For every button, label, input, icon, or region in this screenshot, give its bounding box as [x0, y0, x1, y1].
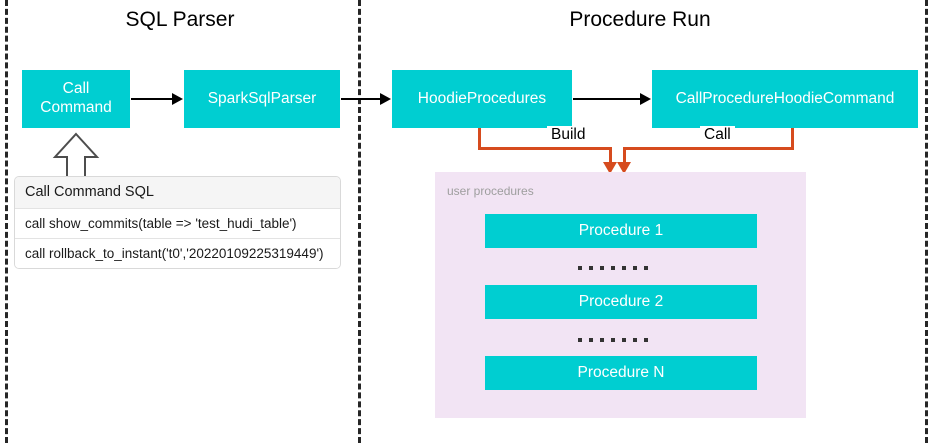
edge-hoodie-procedures-to-call-procedure-hoodie-command-line	[573, 98, 641, 100]
edge-build-horizontal	[478, 147, 612, 150]
edge-label-call: Call	[700, 126, 735, 144]
procedure-box-2-label: Procedure 2	[578, 292, 664, 310]
edge-build-vertical-end	[609, 147, 612, 164]
edge-build-arrowhead	[603, 162, 617, 174]
node-call-procedure-hoodie-command-label: CallProcedureHoodieCommand	[675, 89, 895, 107]
call-command-sql-table-row[interactable]: call rollback_to_instant('t0','202201092…	[15, 239, 340, 268]
procedure-box-n-label: Procedure N	[577, 363, 665, 381]
call-command-sql-table: Call Command SQL call show_commits(table…	[14, 176, 341, 269]
edge-spark-sql-parser-to-hoodie-procedures-line	[341, 98, 381, 100]
separator-middle-dashed-line	[358, 0, 361, 443]
node-spark-sql-parser-label: SparkSqlParser	[207, 89, 317, 107]
edge-call-command-to-spark-sql-parser-line	[131, 98, 173, 100]
edge-call-vertical-end	[623, 147, 626, 164]
edge-call-horizontal	[623, 147, 794, 150]
node-hoodie-procedures[interactable]: HoodieProcedures	[392, 70, 572, 128]
edge-call-vertical-start	[791, 128, 794, 150]
procedure-ellipsis-2	[578, 338, 648, 342]
procedure-box-1[interactable]: Procedure 1	[485, 214, 757, 248]
node-call-command-label-line1: Call	[62, 80, 90, 98]
procedure-ellipsis-1	[578, 266, 648, 270]
edge-label-build: Build	[547, 126, 590, 144]
edge-call-arrowhead	[617, 162, 631, 174]
edge-hoodie-procedures-to-call-procedure-hoodie-command-arrowhead	[640, 93, 651, 105]
call-command-sql-table-row[interactable]: call show_commits(table => 'test_hudi_ta…	[15, 209, 340, 239]
section-title-procedure-run: Procedure Run	[569, 8, 711, 31]
node-spark-sql-parser[interactable]: SparkSqlParser	[184, 70, 340, 128]
call-command-sql-table-header: Call Command SQL	[15, 177, 340, 209]
block-arrow-up-icon	[52, 132, 100, 178]
procedure-box-1-label: Procedure 1	[578, 221, 664, 239]
node-call-procedure-hoodie-command[interactable]: CallProcedureHoodieCommand	[652, 70, 918, 128]
node-hoodie-procedures-label: HoodieProcedures	[417, 89, 547, 107]
node-call-command-label-line2: Command	[40, 99, 112, 116]
procedure-box-2[interactable]: Procedure 2	[485, 285, 757, 319]
separator-right-dashed-line	[925, 0, 928, 443]
separator-left-dashed-line	[5, 0, 8, 443]
node-call-command[interactable]: Call Command	[22, 70, 130, 128]
user-procedures-panel-label: user procedures	[447, 184, 534, 198]
edge-spark-sql-parser-to-hoodie-procedures-arrowhead	[380, 93, 391, 105]
section-title-sql-parser: SQL Parser	[125, 8, 235, 31]
edge-build-vertical-start	[478, 128, 481, 150]
edge-call-command-to-spark-sql-parser-arrowhead	[172, 93, 183, 105]
procedure-box-n[interactable]: Procedure N	[485, 356, 757, 390]
